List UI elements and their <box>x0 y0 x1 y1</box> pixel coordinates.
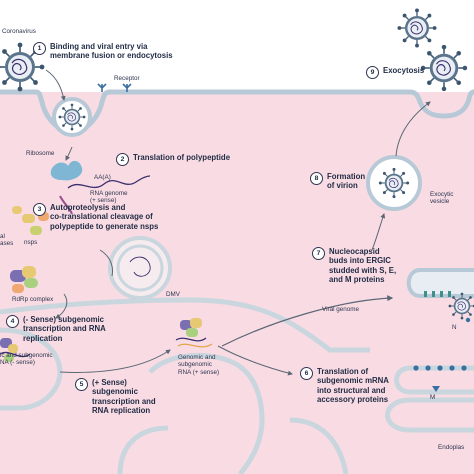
step-text: Translation of polypeptide <box>133 153 231 162</box>
step-number: 1 <box>33 42 46 55</box>
nsps-label: nsps <box>24 239 38 246</box>
coronavirus-label: Coronavirus <box>2 28 36 35</box>
step-number: 6 <box>300 367 313 380</box>
rna-genome-label: RNA genome (+ sense) <box>90 190 128 205</box>
released-virion <box>420 44 468 92</box>
step-3: 3 Autoproteolysis and co-translational c… <box>33 203 158 231</box>
rdrp-complex <box>10 266 38 293</box>
ergic <box>406 268 474 298</box>
step-2: 2 Translation of polypeptide <box>116 153 230 166</box>
genomic-subgenomic-sense-label: Genomic and subgenomic RNA (+ sense) <box>178 354 220 376</box>
polya-label: AA(A) <box>94 174 111 181</box>
viral-genome-label: Viral genome <box>322 306 359 313</box>
step-5: 5 (+ Sense) subgenomic transcription and… <box>75 378 156 416</box>
er-proteins <box>413 365 467 371</box>
mrna <box>67 175 151 189</box>
replication-complex-center <box>175 318 213 348</box>
ribosome <box>50 160 83 181</box>
structural-protein-markers <box>432 317 471 392</box>
step-9: 9 Exocytosis <box>366 66 424 79</box>
step-number: 3 <box>33 203 46 216</box>
step-text: Exocytosis <box>383 66 425 75</box>
step-number: 4 <box>6 315 19 328</box>
protein-m-label: M <box>430 394 436 401</box>
receptor-label: Receptor <box>114 75 140 82</box>
step-text: (- Sense) subgenomic transcription and R… <box>23 315 106 343</box>
exocytic-vesicle-label: Exocytic vesicle <box>430 191 454 206</box>
proteases-label: al ases <box>0 233 14 248</box>
nsps <box>12 206 49 235</box>
vesicle-virion <box>378 167 410 199</box>
genomic-subgenomic-antisense-label: ic and subgenomic NA (- sense) <box>0 352 53 367</box>
step-text: Translation of subgenomic mRNA into stru… <box>317 367 389 405</box>
step-text: Binding and viral entry via membrane fus… <box>50 42 173 61</box>
dmv-label: DMV <box>166 291 180 298</box>
ribosome-label: Ribosome <box>26 150 55 157</box>
step-7: 7 Nucleocapsid buds into ERGIC studded w… <box>312 247 396 285</box>
ergic-proteins <box>424 291 451 297</box>
step-text: (+ Sense) subgenomic transcription and R… <box>92 378 156 416</box>
step-text: Autoproteolysis and co-translational cle… <box>50 203 159 231</box>
internalized-virion <box>58 103 86 131</box>
plasma-membrane <box>0 89 474 135</box>
rdrp-complex-label: RdRp complex <box>12 296 54 303</box>
cytoplasm <box>0 92 474 474</box>
step-4: 4 (- Sense) subgenomic transcription and… <box>6 315 106 343</box>
step-number: 7 <box>312 247 325 260</box>
step-number: 2 <box>116 153 129 166</box>
step-1: 1 Binding and viral entry via membrane f… <box>33 42 173 61</box>
receptors <box>97 83 132 92</box>
released-virion-top <box>396 7 438 49</box>
step-number: 5 <box>75 378 88 391</box>
replication-complex-left <box>0 338 31 362</box>
step-6: 6 Translation of subgenomic mRNA into st… <box>300 367 389 405</box>
step-8: 8 Formation of virion <box>310 172 365 191</box>
step-number: 9 <box>366 66 379 79</box>
step-text: Formation of virion <box>327 172 366 191</box>
er-membrane <box>385 365 474 433</box>
step-number: 8 <box>310 172 323 185</box>
endoplasmic-reticulum-label: Endoplas <box>438 444 465 451</box>
protein-n-label: N <box>452 324 457 331</box>
process-arrows <box>45 69 431 376</box>
step-text: Nucleocapsid buds into ERGIC studded wit… <box>329 247 397 285</box>
